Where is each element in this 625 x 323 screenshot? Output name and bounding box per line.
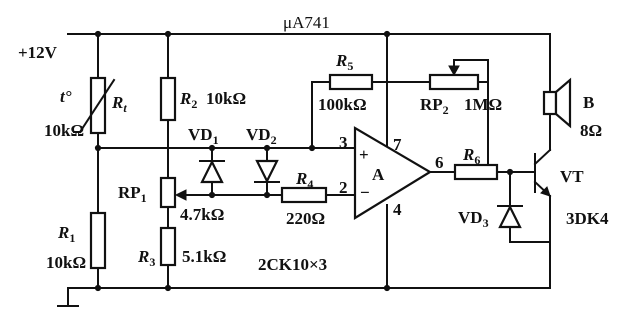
r3-value: 5.1kΩ: [182, 247, 226, 266]
resistor-r2: [159, 76, 177, 122]
rp1-value: 4.7kΩ: [180, 205, 224, 224]
vd3-label: VD3: [458, 208, 489, 230]
plus-input-mark: +: [359, 145, 369, 164]
transistor-vt: [533, 148, 552, 198]
r3-label: R3: [137, 247, 155, 269]
r1-label: R1: [57, 223, 75, 245]
pin6-label: 6: [435, 153, 444, 172]
pin7-label: 7: [393, 135, 402, 154]
rt-label: Rt: [111, 93, 127, 115]
amp-label: A: [372, 165, 385, 184]
r5-label: R5: [335, 51, 353, 73]
vd2-label: VD2: [246, 125, 277, 147]
potentiometer-rp2: [428, 59, 480, 91]
resistor-r3: [159, 226, 177, 267]
r6-label: R6: [462, 145, 480, 167]
rp1-label: RP1: [118, 183, 147, 205]
diode-vd3: [497, 204, 523, 229]
pin4-label: 4: [393, 200, 402, 219]
thermistor-rt: [73, 76, 116, 135]
vd1-label: VD1: [188, 125, 219, 147]
ic-part-label: μA741: [283, 13, 330, 32]
speaker-value: 8Ω: [580, 121, 602, 140]
diode-part-label: 2CK10×3: [258, 255, 327, 274]
minus-input-mark: −: [360, 183, 370, 202]
wires: [67, 33, 551, 307]
r2-label: R2: [179, 89, 197, 111]
resistor-r6: [453, 163, 499, 181]
r4-value: 220Ω: [286, 209, 325, 228]
speaker-label: B: [583, 93, 594, 112]
rt-temp-mark: t°: [60, 87, 72, 106]
junction-dots: [94, 30, 514, 292]
pin3-label: 3: [339, 133, 348, 152]
speaker-icon: [542, 77, 572, 129]
resistor-r1: [89, 211, 107, 270]
r4-label: R4: [295, 169, 313, 191]
resistor-r5: [328, 73, 374, 91]
diode-vd1: [199, 159, 225, 184]
rp2-label: RP2: [420, 95, 449, 117]
vt-part: 3DK4: [566, 209, 609, 228]
vt-label: VT: [560, 167, 584, 186]
supply-label: +12V: [18, 43, 58, 62]
rt-value: 10kΩ: [44, 121, 84, 140]
rp2-value: 1MΩ: [464, 95, 502, 114]
potentiometer-rp1: [159, 176, 187, 209]
resistor-r4: [280, 186, 328, 204]
op-amp: [353, 126, 433, 220]
diode-vd2: [254, 159, 280, 184]
labels: +12V μA741 t° Rt 10kΩ R1 10kΩ R2 10kΩ RP…: [18, 13, 609, 274]
r2-value: 10kΩ: [206, 89, 246, 108]
pin2-label: 2: [339, 178, 348, 197]
r5-value: 100kΩ: [318, 95, 367, 114]
r1-value: 10kΩ: [46, 253, 86, 272]
